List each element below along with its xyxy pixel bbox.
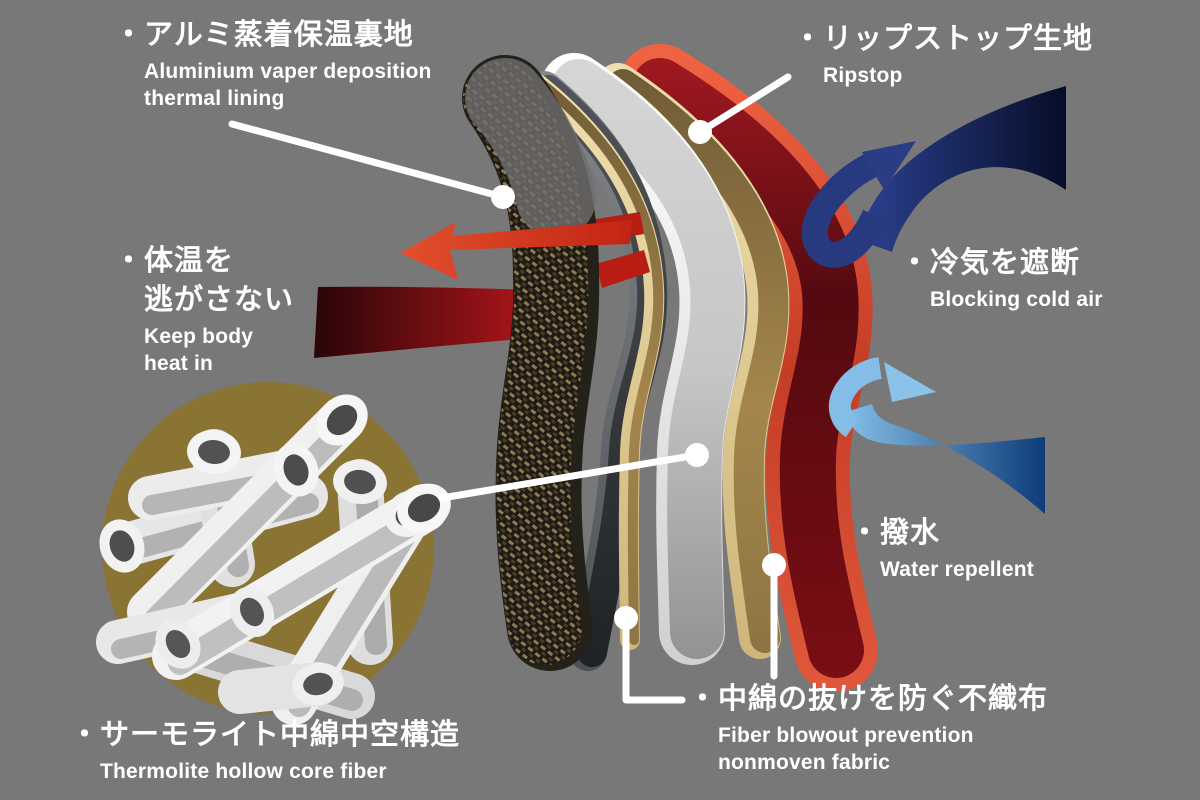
hollow-fibers bbox=[96, 394, 451, 725]
leader-lines bbox=[228, 73, 792, 704]
cold-air-arrow bbox=[801, 86, 1066, 268]
leader-nonwoven-inner bbox=[622, 614, 686, 704]
label-ripstop: ・リップストップ生地 Ripstop bbox=[793, 20, 1093, 89]
label-keep-heat-jp: ・体温を 逃がさない bbox=[114, 245, 295, 316]
label-water-repellent-jp: ・撥水 bbox=[850, 517, 941, 549]
label-nonwoven-jp: ・中綿の抜けを防ぐ不織布 bbox=[688, 683, 1049, 715]
label-thermolite-en: Thermolite hollow core fiber bbox=[100, 760, 387, 783]
fabric-layers bbox=[314, 44, 878, 692]
layer-ripstop-shell bbox=[618, 44, 878, 692]
label-block-cold-jp: ・冷気を遮断 bbox=[900, 247, 1081, 279]
leader-ripstop bbox=[696, 73, 792, 136]
fiber-inset bbox=[96, 382, 451, 725]
leader-thermolite bbox=[438, 451, 701, 502]
label-nonwoven: ・中綿の抜けを防ぐ不織布 Fiber blowout prevention no… bbox=[688, 680, 1048, 776]
label-aluminium-lining-en: Aluminium vaper deposition thermal linin… bbox=[144, 60, 432, 110]
label-thermolite: ・サーモライト中綿中空構造 Thermolite hollow core fib… bbox=[70, 716, 460, 785]
label-water-repellent: ・撥水 Water repellent bbox=[850, 514, 1034, 583]
layer-nonwoven-outer bbox=[597, 63, 790, 659]
label-keep-heat: ・体温を 逃がさない Keep body heat in bbox=[114, 242, 294, 377]
layer-aluminium-vapor-deposition-lining bbox=[462, 55, 600, 671]
label-aluminium-lining-jp: ・アルミ蒸着保温裏地 bbox=[114, 19, 414, 51]
leader-aluminium-lining bbox=[228, 120, 507, 201]
label-ripstop-en: Ripstop bbox=[823, 64, 903, 87]
leader-dots bbox=[491, 120, 786, 630]
water-arrow bbox=[828, 357, 1045, 514]
label-thermolite-jp: ・サーモライト中綿中空構造 bbox=[70, 719, 461, 751]
label-nonwoven-en: Fiber blowout prevention nonmoven fabric bbox=[718, 724, 974, 774]
label-aluminium-lining: ・アルミ蒸着保温裏地 Aluminium vaper deposition th… bbox=[114, 16, 432, 112]
label-ripstop-jp: ・リップストップ生地 bbox=[793, 23, 1094, 55]
body-heat-ribbon bbox=[314, 286, 536, 358]
body-heat-arrow bbox=[400, 220, 632, 280]
label-block-cold: ・冷気を遮断 Blocking cold air bbox=[900, 244, 1103, 313]
label-water-repellent-en: Water repellent bbox=[880, 558, 1034, 581]
layer-thermolite-insulation bbox=[541, 53, 746, 665]
label-keep-heat-en: Keep body heat in bbox=[144, 325, 254, 375]
label-block-cold-en: Blocking cold air bbox=[930, 288, 1103, 311]
layer-nonwoven-inner bbox=[528, 74, 665, 650]
